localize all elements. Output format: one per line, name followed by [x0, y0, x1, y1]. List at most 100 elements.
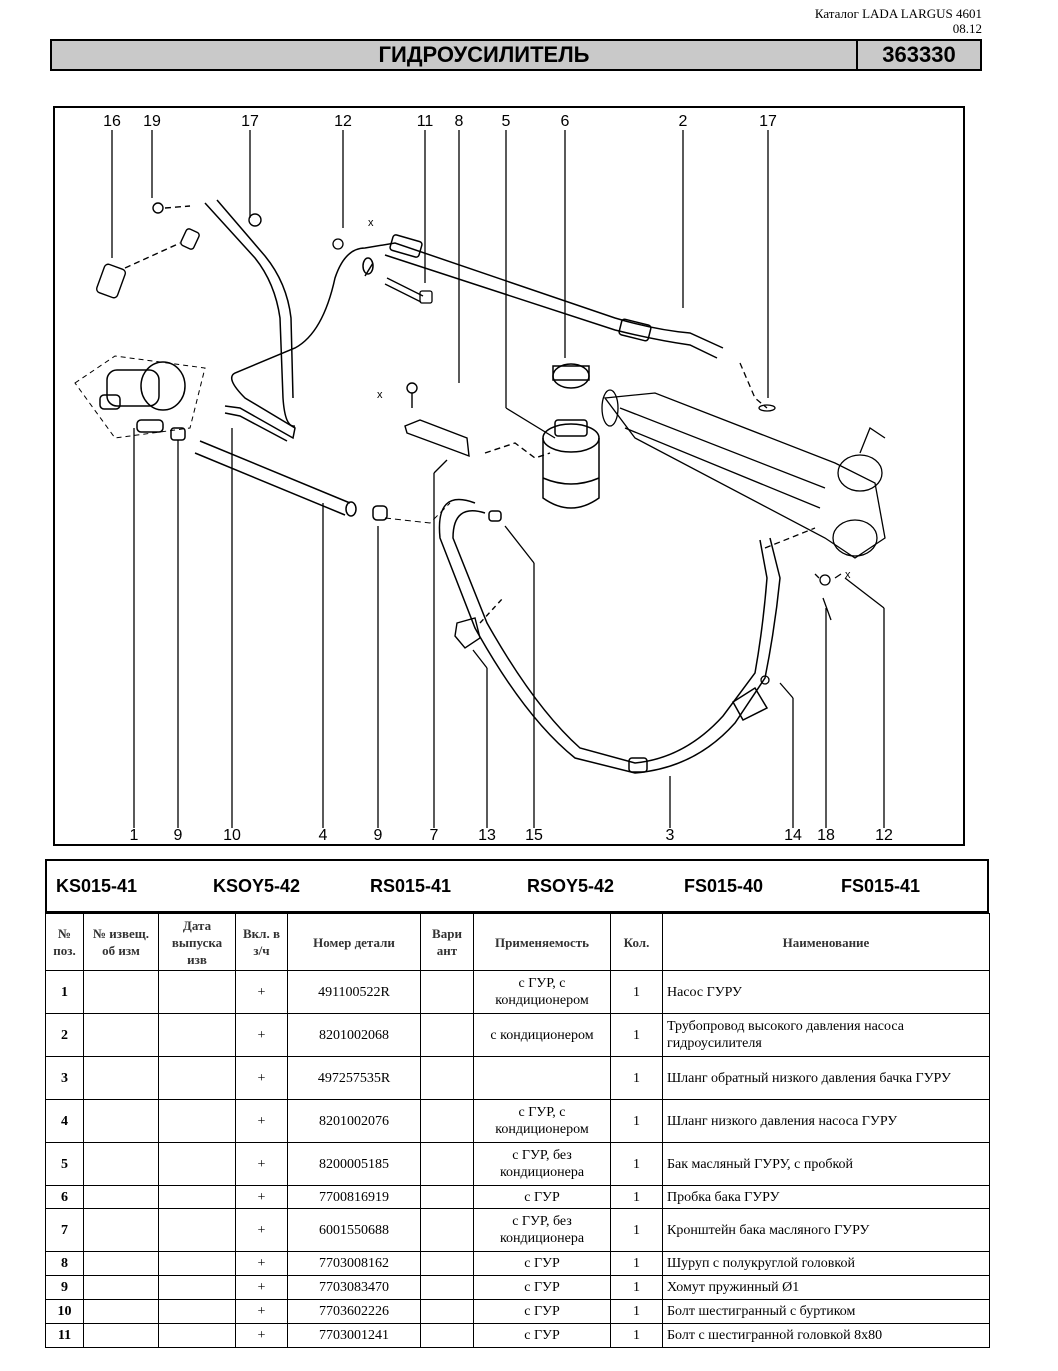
steering-rack-icon — [601, 362, 886, 559]
callout-label: 3 — [666, 827, 675, 844]
x-mark: x — [845, 569, 851, 581]
diagram-drawing: x x x 16 19 17 12 11 8 5 6 2 17 1 9 10 4… — [74, 113, 893, 844]
cell-included: + — [235, 1185, 288, 1209]
cell-included: + — [235, 1056, 288, 1100]
parts-diagram: x x x 16 19 17 12 11 8 5 6 2 17 1 9 10 4… — [53, 106, 965, 846]
cell-notice — [83, 1185, 159, 1209]
return-hose — [438, 498, 781, 774]
cell-part-number: 6001550688 — [287, 1208, 421, 1252]
cell-pos: 3 — [45, 1056, 84, 1100]
cell-included: + — [235, 1099, 288, 1143]
cell-notice — [83, 1299, 159, 1324]
cell-included: + — [235, 1208, 288, 1252]
title-bar: ГИДРОУСИЛИТЕЛЬ 363330 — [50, 39, 982, 71]
cell-part-number: 8200005185 — [287, 1142, 421, 1186]
cell-date — [158, 1099, 236, 1143]
cell-variant — [420, 1323, 474, 1348]
cell-applicability: с кондиционером — [473, 1013, 611, 1057]
cell-date — [158, 1251, 236, 1276]
reservoir-icon — [542, 363, 600, 509]
cell-quantity: 1 — [610, 1275, 663, 1300]
cell-variant — [420, 1099, 474, 1143]
cell-included: + — [235, 1013, 288, 1057]
col-header: Наименование — [662, 913, 990, 971]
cell-part-number: 7703001241 — [287, 1323, 421, 1348]
callout-label: 12 — [334, 113, 352, 130]
cell-notice — [83, 970, 159, 1014]
callout-label: 10 — [223, 827, 241, 844]
cell-part-name: Трубопровод высокого давления насоса гид… — [662, 1013, 990, 1057]
callout-label: 9 — [374, 827, 383, 844]
cell-pos: 2 — [45, 1013, 84, 1057]
cell-quantity: 1 — [610, 1142, 663, 1186]
callout-label: 17 — [759, 113, 777, 130]
cell-part-name: Болт с шестигранной головкой 8x80 — [662, 1323, 990, 1348]
cell-part-number: 7703083470 — [287, 1275, 421, 1300]
col-header: Вари ант — [420, 913, 474, 971]
cell-applicability: с ГУР, без кондиционера — [473, 1208, 611, 1252]
cell-quantity: 1 — [610, 1323, 663, 1348]
callout-label: 7 — [430, 827, 439, 844]
cell-notice — [83, 1275, 159, 1300]
cell-applicability: с ГУР — [473, 1185, 611, 1209]
col-header: № поз. — [45, 913, 84, 971]
cell-applicability: с ГУР — [473, 1323, 611, 1348]
cell-part-name: Шуруп с полукруглой головкой — [662, 1251, 990, 1276]
model-code: KSOY5-42 — [213, 876, 301, 896]
sensor-icon — [95, 202, 262, 299]
cell-quantity: 1 — [610, 1013, 663, 1057]
cell-date — [158, 1299, 236, 1324]
col-header: Кол. — [610, 913, 663, 971]
cell-notice — [83, 1099, 159, 1143]
parts-table: № поз. № извещ. об изм Дата выпуска изв … — [45, 913, 990, 1348]
cell-variant — [420, 1275, 474, 1300]
callout-label: 9 — [174, 827, 183, 844]
cell-variant — [420, 1185, 474, 1209]
low-pressure-hose — [170, 427, 451, 524]
cell-part-name: Шланг обратный низкого давления бачка ГУ… — [662, 1056, 990, 1100]
bolt-icon — [332, 238, 433, 304]
catalog-header: Каталог LADA LARGUS 4601 08.12 — [815, 6, 982, 36]
model-code: RS015-41 — [370, 876, 452, 896]
cell-applicability: с ГУР — [473, 1299, 611, 1324]
cell-quantity: 1 — [610, 1185, 663, 1209]
high-pressure-pipe — [204, 199, 724, 442]
callout-label: 13 — [478, 827, 496, 844]
fitting-icon — [760, 573, 842, 685]
callout-label: 12 — [875, 827, 893, 844]
model-code: KS015-41 — [56, 876, 138, 896]
cell-variant — [420, 970, 474, 1014]
cell-quantity: 1 — [610, 1299, 663, 1324]
cell-date — [158, 1013, 236, 1057]
cell-variant — [420, 1208, 474, 1252]
cell-date — [158, 1275, 236, 1300]
cell-date — [158, 1185, 236, 1209]
cell-part-name: Пробка бака ГУРУ — [662, 1185, 990, 1209]
cell-applicability — [473, 1056, 611, 1100]
cell-pos: 4 — [45, 1099, 84, 1143]
callout-label: 16 — [103, 113, 121, 130]
cell-part-name: Кронштейн бака масляного ГУРУ — [662, 1208, 990, 1252]
cell-pos: 8 — [45, 1251, 84, 1276]
cell-part-number: 7700816919 — [287, 1185, 421, 1209]
cell-pos: 9 — [45, 1275, 84, 1300]
cell-included: + — [235, 1275, 288, 1300]
model-code: RSOY5-42 — [527, 876, 615, 896]
cell-variant — [420, 1142, 474, 1186]
callout-label: 2 — [679, 113, 688, 130]
callout-label: 11 — [417, 113, 434, 130]
catalog-date: 08.12 — [952, 21, 982, 36]
cell-pos: 6 — [45, 1185, 84, 1209]
cell-applicability: с ГУР — [473, 1251, 611, 1276]
cell-pos: 10 — [45, 1299, 84, 1324]
cell-pos: 5 — [45, 1142, 84, 1186]
cell-part-name: Шланг низкого давления насоса ГУРУ — [662, 1099, 990, 1143]
cell-included: + — [235, 1142, 288, 1186]
